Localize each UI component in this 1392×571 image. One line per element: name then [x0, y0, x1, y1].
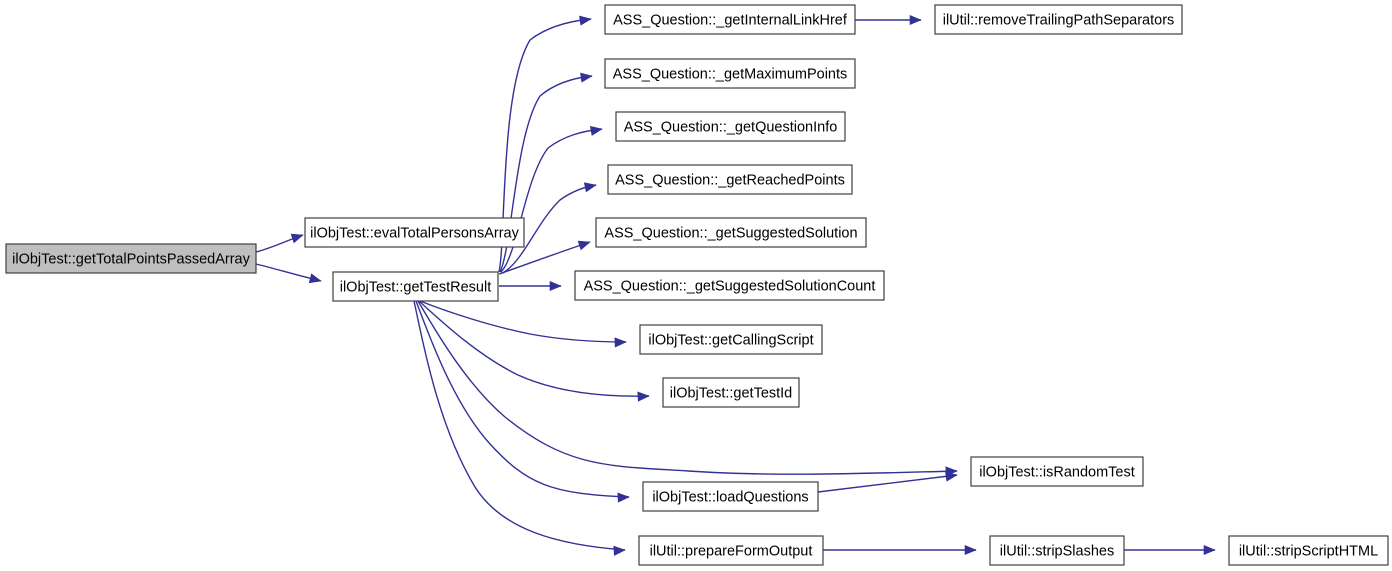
- arrowhead-n2-n4: [580, 72, 593, 83]
- node-ilutil-removetrailingpathseparators[interactable]: ilUtil::removeTrailingPathSeparators: [934, 4, 1183, 35]
- arrowhead-n0-n1: [290, 233, 304, 244]
- node-box[interactable]: [639, 324, 823, 355]
- node-ass-question-getsuggestedsolutioncount[interactable]: ASS_Question::_getSuggestedSolutionCount: [574, 270, 885, 301]
- node-box[interactable]: [604, 4, 856, 35]
- node-label: ilObjTest::getTotalPointsPassedArray: [12, 251, 250, 267]
- node-ass-question-getquestioninfo[interactable]: ASS_Question::_getQuestionInfo: [615, 111, 846, 142]
- node-ilutil-stripslashes[interactable]: ilUtil::stripSlashes: [989, 535, 1125, 566]
- node-box[interactable]: [304, 217, 525, 248]
- node-ass-question-getmaximumpoints[interactable]: ASS_Question::_getMaximumPoints: [604, 58, 856, 89]
- node-label: ASS_Question::_getSuggestedSolution: [604, 225, 857, 241]
- node-ass-question-getreachedpoints[interactable]: ASS_Question::_getReachedPoints: [607, 164, 853, 195]
- edge-n2-to-n6: [502, 184, 597, 274]
- nodes-layer: ilObjTest::getTotalPointsPassedArrayilOb…: [5, 4, 1389, 566]
- node-ilutil-prepareformoutput[interactable]: ilUtil::prepareFormOutput: [638, 535, 824, 566]
- edge-n12-to-n11: [817, 474, 958, 493]
- node-ilobjtest-gettestresult[interactable]: ilObjTest::getTestResult: [332, 271, 499, 302]
- node-label: ilObjTest::getCallingScript: [648, 332, 813, 348]
- node-box[interactable]: [662, 377, 800, 408]
- node-ass-question-getsuggestedsolution[interactable]: ASS_Question::_getSuggestedSolution: [595, 217, 867, 248]
- node-ilobjtest-evaltotalpersonsarray[interactable]: ilObjTest::evalTotalPersonsArray: [304, 217, 525, 248]
- node-label: ASS_Question::_getQuestionInfo: [624, 119, 838, 135]
- node-label: ASS_Question::_getInternalLinkHref: [613, 12, 848, 28]
- node-label: ilUtil::prepareFormOutput: [650, 543, 813, 559]
- node-label: ASS_Question::_getReachedPoints: [615, 172, 845, 188]
- arrowhead-n2-n5: [589, 125, 603, 136]
- node-box[interactable]: [1228, 535, 1389, 566]
- node-label: ASS_Question::_getMaximumPoints: [613, 66, 848, 82]
- node-ilobjtest-israndomtest[interactable]: ilObjTest::isRandomTest: [970, 456, 1144, 487]
- node-box[interactable]: [574, 270, 885, 301]
- node-label: ilUtil::stripSlashes: [1000, 543, 1114, 559]
- arrowhead-n2-n10: [637, 391, 650, 402]
- node-label: ilObjTest::getTestId: [670, 385, 793, 401]
- arrowheads-layer: [290, 14, 1216, 556]
- node-box[interactable]: [642, 481, 819, 512]
- arrowhead-n3-n14: [909, 14, 922, 26]
- arrowhead-n2-n12: [617, 492, 630, 503]
- node-label: ilUtil::removeTrailingPathSeparators: [943, 12, 1175, 28]
- node-ilobjtest-gettotalpointspassedarray[interactable]: ilObjTest::getTotalPointsPassedArray: [5, 243, 257, 274]
- edge-n2-to-n9: [419, 300, 627, 343]
- node-label: ilObjTest::evalTotalPersonsArray: [310, 225, 519, 241]
- node-box[interactable]: [989, 535, 1125, 566]
- node-label: ilObjTest::getTestResult: [340, 279, 492, 295]
- node-box[interactable]: [638, 535, 824, 566]
- node-label: ilObjTest::loadQuestions: [652, 489, 808, 505]
- node-box[interactable]: [595, 217, 867, 248]
- node-ilutil-stripscripthtml[interactable]: ilUtil::stripScriptHTML: [1228, 535, 1389, 566]
- arrowhead-n2-n8: [549, 280, 562, 292]
- node-box[interactable]: [970, 456, 1144, 487]
- edge-n2-to-n10: [418, 300, 650, 397]
- node-label: ilUtil::stripScriptHTML: [1239, 543, 1378, 559]
- arrowhead-n15-n16: [1203, 544, 1216, 556]
- arrowhead-n2-n9: [614, 337, 627, 348]
- arrowhead-n2-n13: [613, 545, 626, 556]
- arrowhead-n2-n6: [583, 182, 597, 193]
- node-ilobjtest-loadquestions[interactable]: ilObjTest::loadQuestions: [642, 481, 819, 512]
- node-box[interactable]: [607, 164, 853, 195]
- node-box[interactable]: [604, 58, 856, 89]
- node-ilobjtest-gettestid[interactable]: ilObjTest::getTestId: [662, 377, 800, 408]
- edge-n2-to-n13: [413, 300, 626, 551]
- node-label: ilObjTest::isRandomTest: [979, 464, 1135, 480]
- edge-n2-to-n5: [500, 128, 603, 273]
- arrowhead-n13-n15: [964, 544, 977, 556]
- edge-n2-to-n12: [415, 300, 630, 498]
- node-ass-question-getinternallinkhref[interactable]: ASS_Question::_getInternalLinkHref: [604, 4, 856, 35]
- node-label: ASS_Question::_getSuggestedSolutionCount: [584, 278, 876, 294]
- arrowhead-n2-n3: [579, 15, 592, 26]
- edge-n2-to-n11: [417, 300, 958, 475]
- node-box[interactable]: [5, 243, 257, 274]
- node-ilobjtest-getcallingscript[interactable]: ilObjTest::getCallingScript: [639, 324, 823, 355]
- arrowhead-n2-n7: [577, 240, 591, 251]
- node-box[interactable]: [615, 111, 846, 142]
- arrowhead-n0-n2: [308, 273, 322, 284]
- node-box[interactable]: [934, 4, 1183, 35]
- node-box[interactable]: [332, 271, 499, 302]
- arrowhead-n12-n11: [945, 471, 958, 482]
